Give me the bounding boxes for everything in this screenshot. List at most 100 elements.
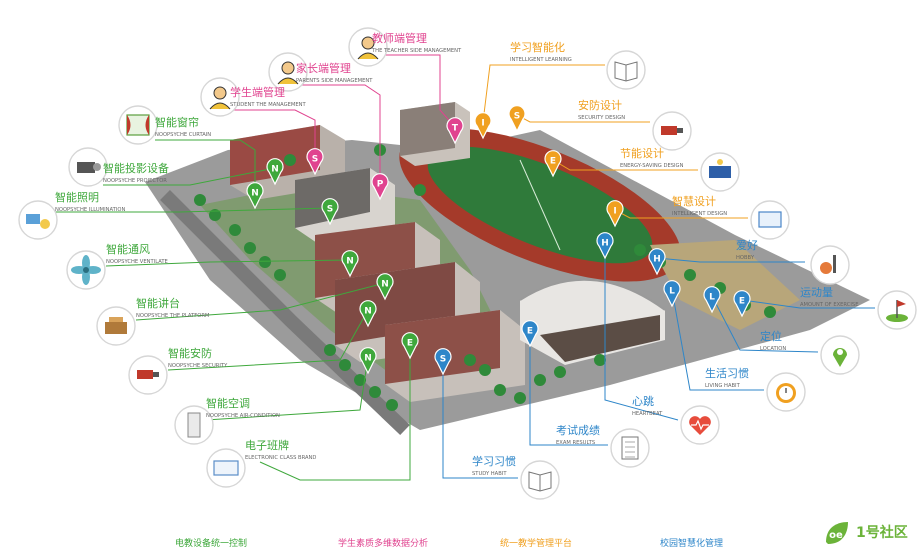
pin-letter: S [440, 355, 446, 365]
label-curtain: 智能窗帘 NOOPSYCHE CURTAIN [118, 105, 211, 145]
label-ventilate: 智能通风 NOOPSYCHE VENTILATE [66, 242, 168, 290]
map-pin: N [359, 300, 377, 328]
pin-letter: P [377, 180, 384, 190]
map-pin: S [306, 148, 324, 176]
footer-orange: 统一教学管理平台 [500, 539, 573, 549]
student-avatar-icon [200, 77, 240, 117]
label-curtain-en: NOOPSYCHE CURTAIN [155, 132, 211, 138]
label-hobby-zh: 爱好 [736, 238, 758, 252]
leaf-logo-icon: oe [826, 522, 848, 544]
field-midline [519, 159, 561, 251]
camera-icon [128, 355, 168, 395]
label-energy-zh: 节能设计 [620, 146, 664, 160]
label-aircon-en: NOOPSYCHE AIR-CONDITION [206, 413, 280, 419]
label-aircon-zh: 智能空调 [206, 396, 250, 410]
book-icon [606, 50, 646, 90]
label-teacher-zh: 教师端管理 [372, 31, 427, 45]
lighting-icon [18, 200, 58, 240]
leader-line-location [711, 295, 819, 353]
map-pin: E [733, 290, 751, 318]
map-pin: E [544, 150, 562, 178]
curtain-icon [118, 105, 158, 145]
label-exam: 考试成绩 EXAM RESULTS [556, 424, 650, 468]
leader-line-parents [296, 84, 381, 183]
leader-line-aircon [205, 356, 369, 421]
teacher-avatar-icon [348, 27, 388, 67]
label-heartbeat-zh: 心跳 [632, 394, 654, 408]
leader-line-student [230, 109, 316, 158]
label-curtain-zh: 智能窗帘 [155, 115, 199, 129]
map-pin: T [446, 117, 464, 145]
label-aircon: 智能空调 NOOPSYCHE AIR-CONDITION [174, 396, 280, 445]
label-exercise-en: AMOUNT OF EXERCISE [800, 302, 859, 308]
leader-line-hobby [656, 257, 805, 263]
pin-letter: H [653, 255, 661, 265]
label-energy-en: ENERGY-SAVING DESIGN [620, 163, 684, 169]
pin-letter: E [407, 339, 413, 349]
pin-letter: E [527, 327, 533, 337]
map-pin: N [359, 347, 377, 375]
pin-letter: N [364, 354, 372, 364]
footer-blue: 校园智慧化管理 [660, 539, 724, 549]
label-study-zh: 学习习惯 [472, 454, 516, 468]
label-student-en: STUDENT THE MANAGEMENT [230, 102, 307, 108]
label-heartbeat: 心跳 HEARTBEAT [632, 394, 720, 445]
label-student-zh: 学生端管理 [230, 85, 285, 99]
label-secdesign-en: SECURITY DESIGN [578, 115, 625, 121]
label-living-zh: 生活习惯 [705, 366, 749, 380]
pin-letter: S [514, 112, 520, 122]
leader-line-security [167, 309, 369, 371]
label-learning-en: INTELLIGENT LEARNING [510, 57, 572, 63]
map-pin: E [401, 332, 419, 360]
map-pin: N [341, 250, 359, 278]
map-pin: P [371, 173, 389, 201]
label-intdesign-zh: 智慧设计 [672, 194, 716, 208]
label-ventilate-zh: 智能通风 [106, 242, 150, 256]
leader-line-study [442, 358, 518, 479]
label-hobby-en: HOBBY [736, 255, 755, 261]
label-location-zh: 定位 [760, 329, 782, 343]
heartbeat-icon [680, 405, 720, 445]
label-lighting-zh: 智能照明 [55, 190, 99, 204]
air-conditioner-icon [174, 405, 214, 445]
logo-text: 1号社区 [856, 525, 908, 541]
label-exam-zh: 考试成绩 [556, 424, 600, 437]
leader-line-living [671, 289, 764, 391]
label-platform-en: NOOPSYCHE THE PLATFORM [136, 313, 209, 319]
security-camera-icon [652, 111, 692, 151]
exam-paper-icon [610, 428, 650, 468]
leader-line-exam [529, 330, 608, 446]
label-ventilate-en: NOOPSYCHE VENTILATE [106, 259, 168, 265]
gymnasium [519, 278, 666, 365]
parent-avatar-icon [268, 52, 308, 92]
label-exam-en: EXAM RESULTS [556, 440, 595, 446]
label-projector-zh: 智能投影设备 [103, 161, 169, 175]
label-intdesign-en: INTELLIGENT DESIGN [672, 211, 727, 217]
map-pin: L [703, 286, 721, 314]
leader-line-platform [135, 282, 386, 321]
pin-letter: N [271, 165, 279, 175]
study-book-icon [520, 460, 560, 500]
leader-line-projector [103, 167, 276, 186]
pin-letter: E [550, 157, 556, 167]
label-heartbeat-en: HEARTBEAT [632, 411, 663, 417]
leader-line-learning [482, 64, 605, 123]
pin-letter: N [381, 280, 389, 290]
label-exercise-zh: 运动量 [800, 286, 833, 299]
footer-pink: 学生素质多维数据分析 [338, 539, 429, 549]
map-pin: H [596, 232, 614, 260]
golf-icon [877, 290, 917, 330]
label-parents-zh: 家长端管理 [296, 61, 351, 75]
label-classbrand-zh: 电子班牌 [245, 438, 289, 452]
map-pin: S [508, 105, 526, 133]
community-logo: oe 1号社区 [822, 518, 918, 548]
label-secdesign-zh: 安防设计 [578, 98, 622, 112]
pin-letter: S [327, 205, 333, 215]
